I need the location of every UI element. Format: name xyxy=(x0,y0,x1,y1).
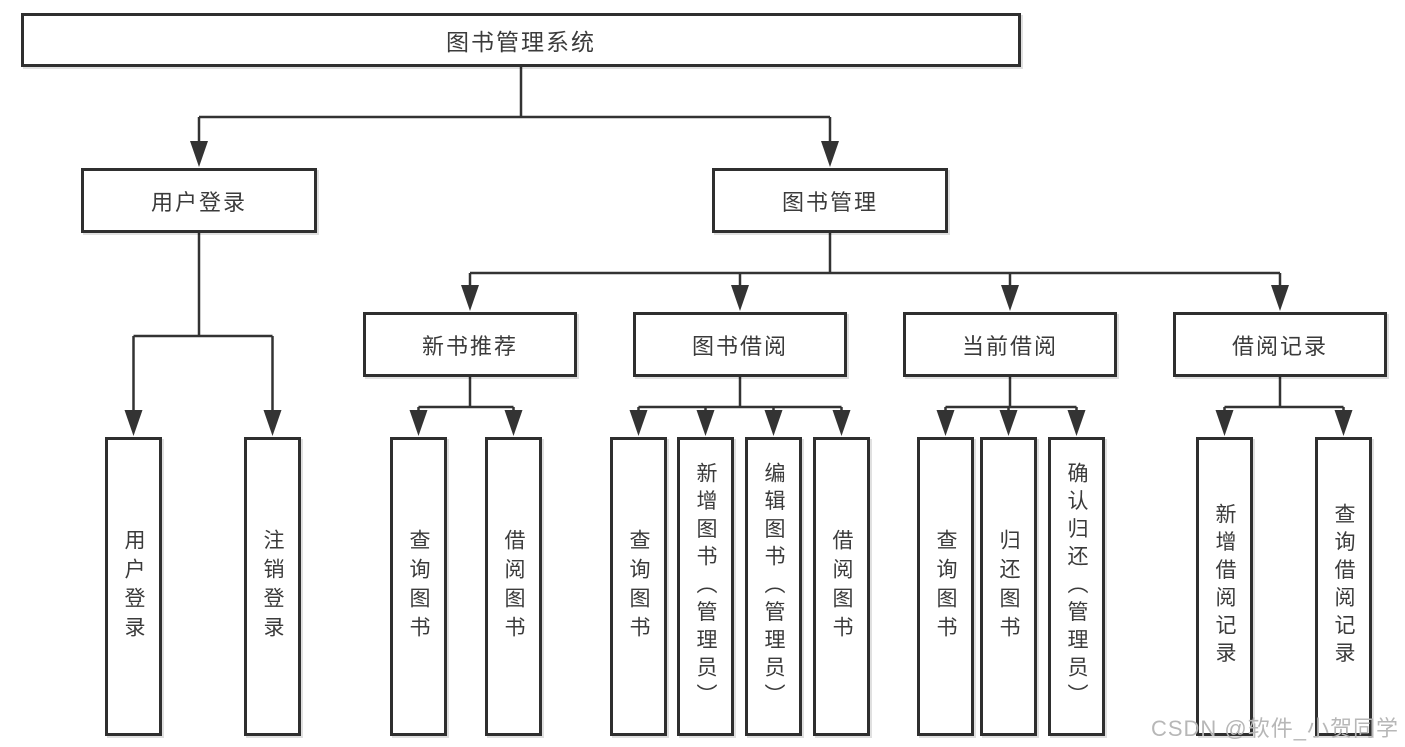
node-label: 查询图书 xyxy=(934,528,957,645)
node-label: 确认归还（管理员） xyxy=(1065,461,1088,712)
leaf-add-book-admin: 新增图书（管理员） xyxy=(677,437,734,736)
node-book-management: 图书管理 xyxy=(712,168,948,233)
node-label: 新增图书（管理员） xyxy=(694,461,717,712)
node-label: 用户登录 xyxy=(150,189,247,215)
node-label: 图书管理系统 xyxy=(446,29,596,55)
node-book-borrowing: 图书借阅 xyxy=(633,312,847,377)
node-label: 当前借阅 xyxy=(961,333,1058,359)
node-label: 新书推荐 xyxy=(421,333,518,359)
leaf-user-login: 用户登录 xyxy=(105,437,162,736)
node-label: 查询借阅记录 xyxy=(1332,503,1355,670)
node-library-management-system: 图书管理系统 xyxy=(21,13,1021,67)
leaf-borrow-books-recommend: 借阅图书 xyxy=(485,437,542,736)
csdn-watermark: CSDN @软件_小贺同学 xyxy=(1150,716,1399,741)
node-label: 编辑图书（管理员） xyxy=(762,461,785,712)
node-label: 借阅图书 xyxy=(502,528,525,645)
leaf-query-books-current: 查询图书 xyxy=(917,437,974,736)
leaf-confirm-return-admin: 确认归还（管理员） xyxy=(1048,437,1105,736)
node-label: 用户登录 xyxy=(122,528,145,645)
leaf-return-books: 归还图书 xyxy=(980,437,1037,736)
node-label: 查询图书 xyxy=(407,528,430,645)
node-user-login: 用户登录 xyxy=(81,168,317,233)
leaf-query-borrow-record: 查询借阅记录 xyxy=(1315,437,1372,736)
leaf-query-books-borrowing: 查询图书 xyxy=(610,437,667,736)
node-current-borrowing: 当前借阅 xyxy=(903,312,1117,377)
node-borrowing-records: 借阅记录 xyxy=(1173,312,1387,377)
node-new-book-recommendation: 新书推荐 xyxy=(363,312,577,377)
leaf-query-books-recommend: 查询图书 xyxy=(390,437,447,736)
node-label: 借阅记录 xyxy=(1231,333,1328,359)
leaf-edit-book-admin: 编辑图书（管理员） xyxy=(745,437,802,736)
node-label: 图书管理 xyxy=(781,189,878,215)
node-label: 图书借阅 xyxy=(691,333,788,359)
node-label: 归还图书 xyxy=(997,528,1020,645)
node-label: 借阅图书 xyxy=(830,528,853,645)
leaf-borrow-books-borrowing: 借阅图书 xyxy=(813,437,870,736)
node-label: 查询图书 xyxy=(627,528,650,645)
leaf-logout: 注销登录 xyxy=(244,437,301,736)
node-label: 新增借阅记录 xyxy=(1213,503,1236,670)
leaf-add-borrow-record: 新增借阅记录 xyxy=(1196,437,1253,736)
node-label: 注销登录 xyxy=(261,528,284,645)
